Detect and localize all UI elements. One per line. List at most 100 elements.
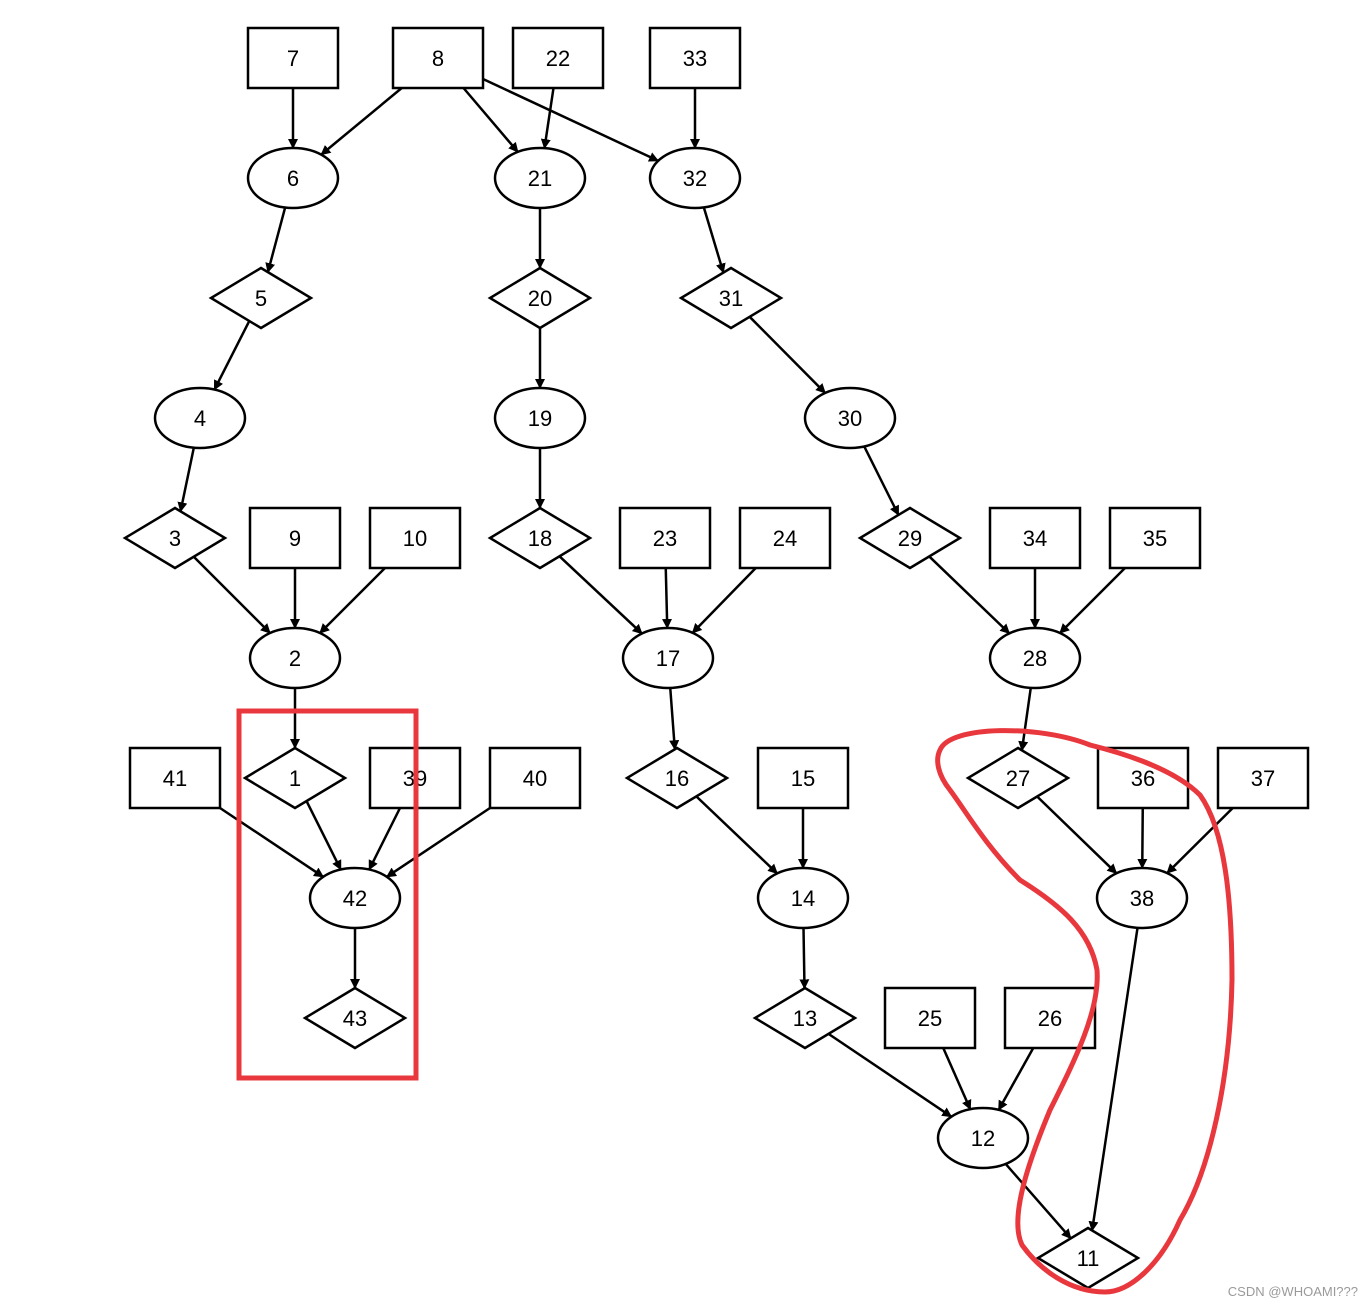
- node-3: 3: [122, 506, 228, 570]
- node-18: 18: [487, 506, 593, 570]
- node-ellipse-shape: [153, 386, 247, 450]
- node-label: 37: [1251, 766, 1275, 791]
- node-ellipse-shape: [308, 866, 402, 930]
- node-ellipse-shape: [246, 146, 340, 210]
- edge-6-to-5: [265, 207, 287, 274]
- node-35: 35: [1108, 506, 1202, 570]
- node-label: 8: [432, 46, 444, 71]
- edge-23-to-17: [662, 567, 673, 630]
- node-label: 22: [546, 46, 570, 71]
- node-box-shape: [738, 506, 832, 570]
- edge-1-to-42: [305, 800, 342, 871]
- node-label: 25: [918, 1006, 942, 1031]
- node-32: 32: [648, 146, 742, 210]
- edge-8-to-21: [462, 87, 519, 153]
- node-ellipse-shape: [936, 1106, 1030, 1170]
- node-ellipse-shape: [493, 146, 587, 210]
- node-box-shape: [511, 26, 605, 90]
- node-label: 2: [289, 646, 301, 671]
- node-1: 1: [242, 746, 348, 810]
- node-label: 9: [289, 526, 301, 551]
- edge-41-to-42: [219, 806, 325, 878]
- node-label: 35: [1143, 526, 1167, 551]
- edge-29-to-28: [928, 555, 1011, 635]
- node-label: 33: [683, 46, 707, 71]
- edge-26-to-12: [997, 1047, 1035, 1111]
- node-label: 21: [528, 166, 552, 191]
- node-ellipse-shape: [621, 626, 715, 690]
- node-label: 4: [194, 406, 206, 431]
- node-box-shape: [618, 506, 712, 570]
- node-ellipse-shape: [756, 866, 850, 930]
- node-20: 20: [487, 266, 593, 330]
- node-13: 13: [752, 986, 858, 1050]
- edge-12-to-11: [1004, 1163, 1072, 1240]
- node-label: 18: [528, 526, 552, 551]
- node-41: 41: [128, 746, 222, 810]
- node-label: 38: [1130, 886, 1154, 911]
- node-label: 20: [528, 286, 552, 311]
- node-label: 14: [791, 886, 815, 911]
- edge-13-to-12: [827, 1032, 953, 1118]
- node-9: 9: [248, 506, 342, 570]
- node-24: 24: [738, 506, 832, 570]
- node-ellipse-shape: [803, 386, 897, 450]
- node-17: 17: [621, 626, 715, 690]
- node-label: 10: [403, 526, 427, 551]
- node-box-shape: [391, 26, 485, 90]
- node-label: 12: [971, 1126, 995, 1151]
- node-box-shape: [883, 986, 977, 1050]
- node-31: 31: [678, 266, 784, 330]
- node-22: 22: [511, 26, 605, 90]
- node-label: 30: [838, 406, 862, 431]
- node-7: 7: [246, 26, 340, 90]
- edge-10-to-2: [319, 567, 386, 634]
- node-label: 19: [528, 406, 552, 431]
- edge-3-to-2: [192, 555, 271, 634]
- node-label: 3: [169, 526, 181, 551]
- edge-38-to-11: [1088, 927, 1139, 1232]
- node-27: 27: [965, 746, 1071, 810]
- edge-18-to-17: [558, 555, 643, 635]
- node-40: 40: [488, 746, 582, 810]
- node-ellipse-shape: [988, 626, 1082, 690]
- node-label: 23: [653, 526, 677, 551]
- node-16: 16: [624, 746, 730, 810]
- node-5: 5: [208, 266, 314, 330]
- node-diamond-shape: [487, 506, 593, 570]
- node-42: 42: [308, 866, 402, 930]
- node-box-shape: [756, 746, 850, 810]
- node-15: 15: [756, 746, 850, 810]
- edge-32-to-31: [702, 207, 726, 274]
- node-33: 33: [648, 26, 742, 90]
- node-label: 36: [1131, 766, 1155, 791]
- edge-8-to-32: [482, 77, 660, 162]
- edge-39-to-42: [368, 807, 402, 871]
- node-box-shape: [368, 506, 462, 570]
- node-label: 7: [287, 46, 299, 71]
- edges-layer: [177, 77, 1234, 1240]
- node-label: 16: [665, 766, 689, 791]
- node-label: 13: [793, 1006, 817, 1031]
- node-label: 34: [1023, 526, 1047, 551]
- node-box-shape: [248, 506, 342, 570]
- node-12: 12: [936, 1106, 1030, 1170]
- node-diamond-shape: [965, 746, 1071, 810]
- node-label: 6: [287, 166, 299, 191]
- node-ellipse-shape: [248, 626, 342, 690]
- edge-36-to-38: [1137, 807, 1148, 870]
- edge-17-to-16: [669, 687, 680, 751]
- edge-35-to-28: [1059, 567, 1126, 634]
- highlight-rectangle: [236, 708, 419, 1081]
- node-ellipse-shape: [493, 386, 587, 450]
- node-label: 42: [343, 886, 367, 911]
- node-diamond-shape: [302, 986, 408, 1050]
- edge-31-to-30: [748, 315, 827, 394]
- node-26: 26: [1003, 986, 1097, 1050]
- edge-16-to-14: [695, 795, 779, 875]
- node-label: 43: [343, 1006, 367, 1031]
- watermark: CSDN @WHOAMI???: [1227, 1284, 1358, 1299]
- node-box-shape: [988, 506, 1082, 570]
- node-43: 43: [302, 986, 408, 1050]
